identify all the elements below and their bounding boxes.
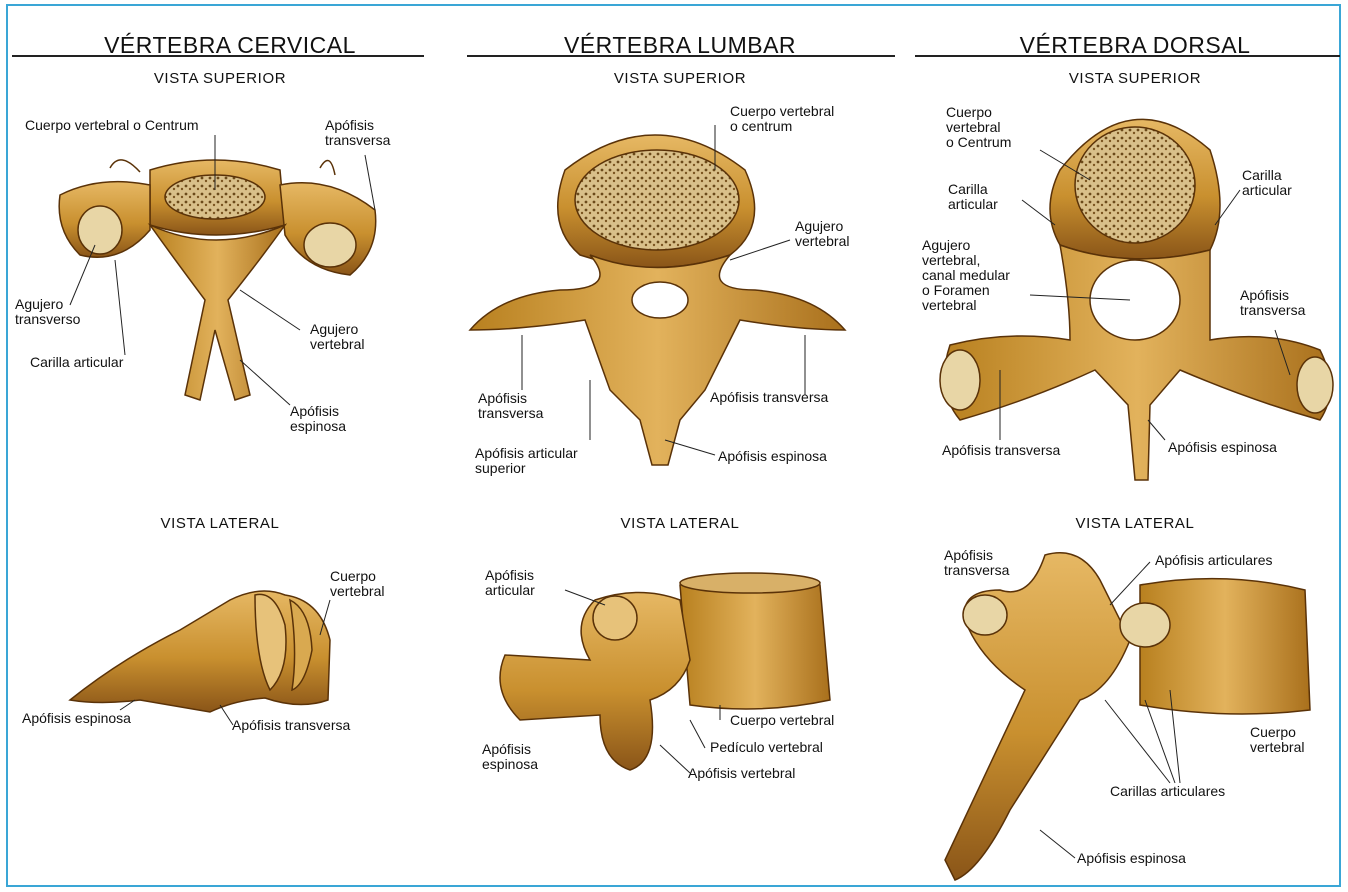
label-lumbar-superior-articular: Apófisis articular superior [475, 446, 578, 476]
label-dorsal-articular-facet-left: Carilla articular [948, 182, 998, 212]
cervical-top-view-label: VISTA SUPERIOR [105, 70, 335, 87]
label-lumbar-pedicle: Pedículo vertebral [710, 740, 823, 755]
label-dorsal-lateral-body: Cuerpo vertebral [1250, 725, 1304, 755]
label-lumbar-vertebral-process: Apófisis vertebral [688, 766, 795, 781]
label-cervical-vertebral-foramen: Agujero vertebral [310, 322, 364, 352]
lumbar-side-view-label: VISTA LATERAL [565, 515, 795, 532]
label-dorsal-transverse-right: Apófisis transversa [1240, 288, 1305, 318]
label-lumbar-body: Cuerpo vertebral o centrum [730, 104, 834, 134]
label-cervical-transverse-process: Apófisis transversa [325, 118, 390, 148]
label-dorsal-articular-facet-right: Carilla articular [1242, 168, 1292, 198]
label-dorsal-articular-processes: Apófisis articulares [1155, 553, 1273, 568]
cervical-rule [12, 55, 424, 57]
dorsal-side-view-label: VISTA LATERAL [1020, 515, 1250, 532]
label-cervical-body: Cuerpo vertebral o Centrum [25, 118, 199, 133]
label-lumbar-spinous: Apófisis espinosa [718, 449, 827, 464]
dorsal-rule [915, 55, 1340, 57]
label-dorsal-lateral-transverse: Apófisis transversa [944, 548, 1009, 578]
cervical-side-view-label: VISTA LATERAL [105, 515, 335, 532]
dorsal-lateral-drawing [945, 553, 1310, 880]
label-cervical-lateral-spinous: Apófisis espinosa [22, 711, 131, 726]
label-lumbar-lateral-body: Cuerpo vertebral [730, 713, 834, 728]
label-lumbar-lateral-spinous: Apófisis espinosa [482, 742, 538, 772]
label-dorsal-vertebral-foramen: Agujero vertebral, canal medular o Foram… [922, 238, 1010, 313]
label-lumbar-lateral-articular: Apófisis articular [485, 568, 535, 598]
label-lumbar-vertebral-foramen: Agujero vertebral [795, 219, 849, 249]
label-lumbar-transverse-left: Apófisis transversa [478, 391, 543, 421]
label-dorsal-spinous: Apófisis espinosa [1168, 440, 1277, 455]
label-cervical-transverse-foramen: Agujero transverso [15, 297, 80, 327]
label-dorsal-articular-facets: Carillas articulares [1110, 784, 1225, 799]
label-dorsal-body: Cuerpo vertebral o Centrum [946, 105, 1011, 150]
cervical-lateral-drawing [70, 591, 330, 712]
label-cervical-articular-facet: Carilla articular [30, 355, 123, 370]
lumbar-rule [467, 55, 895, 57]
label-cervical-spinous-process: Apófisis espinosa [290, 404, 346, 434]
label-cervical-lateral-transverse: Apófisis transversa [232, 718, 350, 733]
label-dorsal-lateral-spinous: Apófisis espinosa [1077, 851, 1186, 866]
dorsal-top-view-label: VISTA SUPERIOR [1020, 70, 1250, 87]
label-lumbar-transverse-right: Apófisis transversa [710, 390, 828, 405]
label-cervical-lateral-body: Cuerpo vertebral [330, 569, 384, 599]
lumbar-top-view-label: VISTA SUPERIOR [565, 70, 795, 87]
label-dorsal-transverse-left: Apófisis transversa [942, 443, 1060, 458]
